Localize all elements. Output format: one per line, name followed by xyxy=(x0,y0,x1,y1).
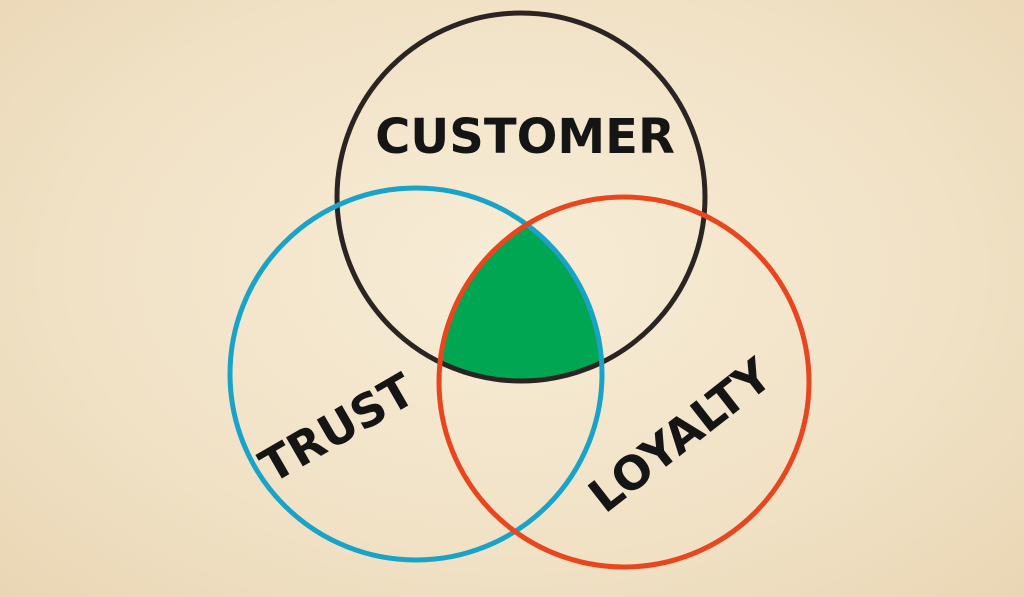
loyalty-circle xyxy=(436,194,812,570)
customer-label: CUSTOMER xyxy=(375,109,675,165)
trust-label: TRUST xyxy=(250,362,424,493)
customer-circle xyxy=(334,10,708,384)
trust-circle xyxy=(227,185,605,563)
loyalty-label: LOYALTY xyxy=(578,347,782,523)
